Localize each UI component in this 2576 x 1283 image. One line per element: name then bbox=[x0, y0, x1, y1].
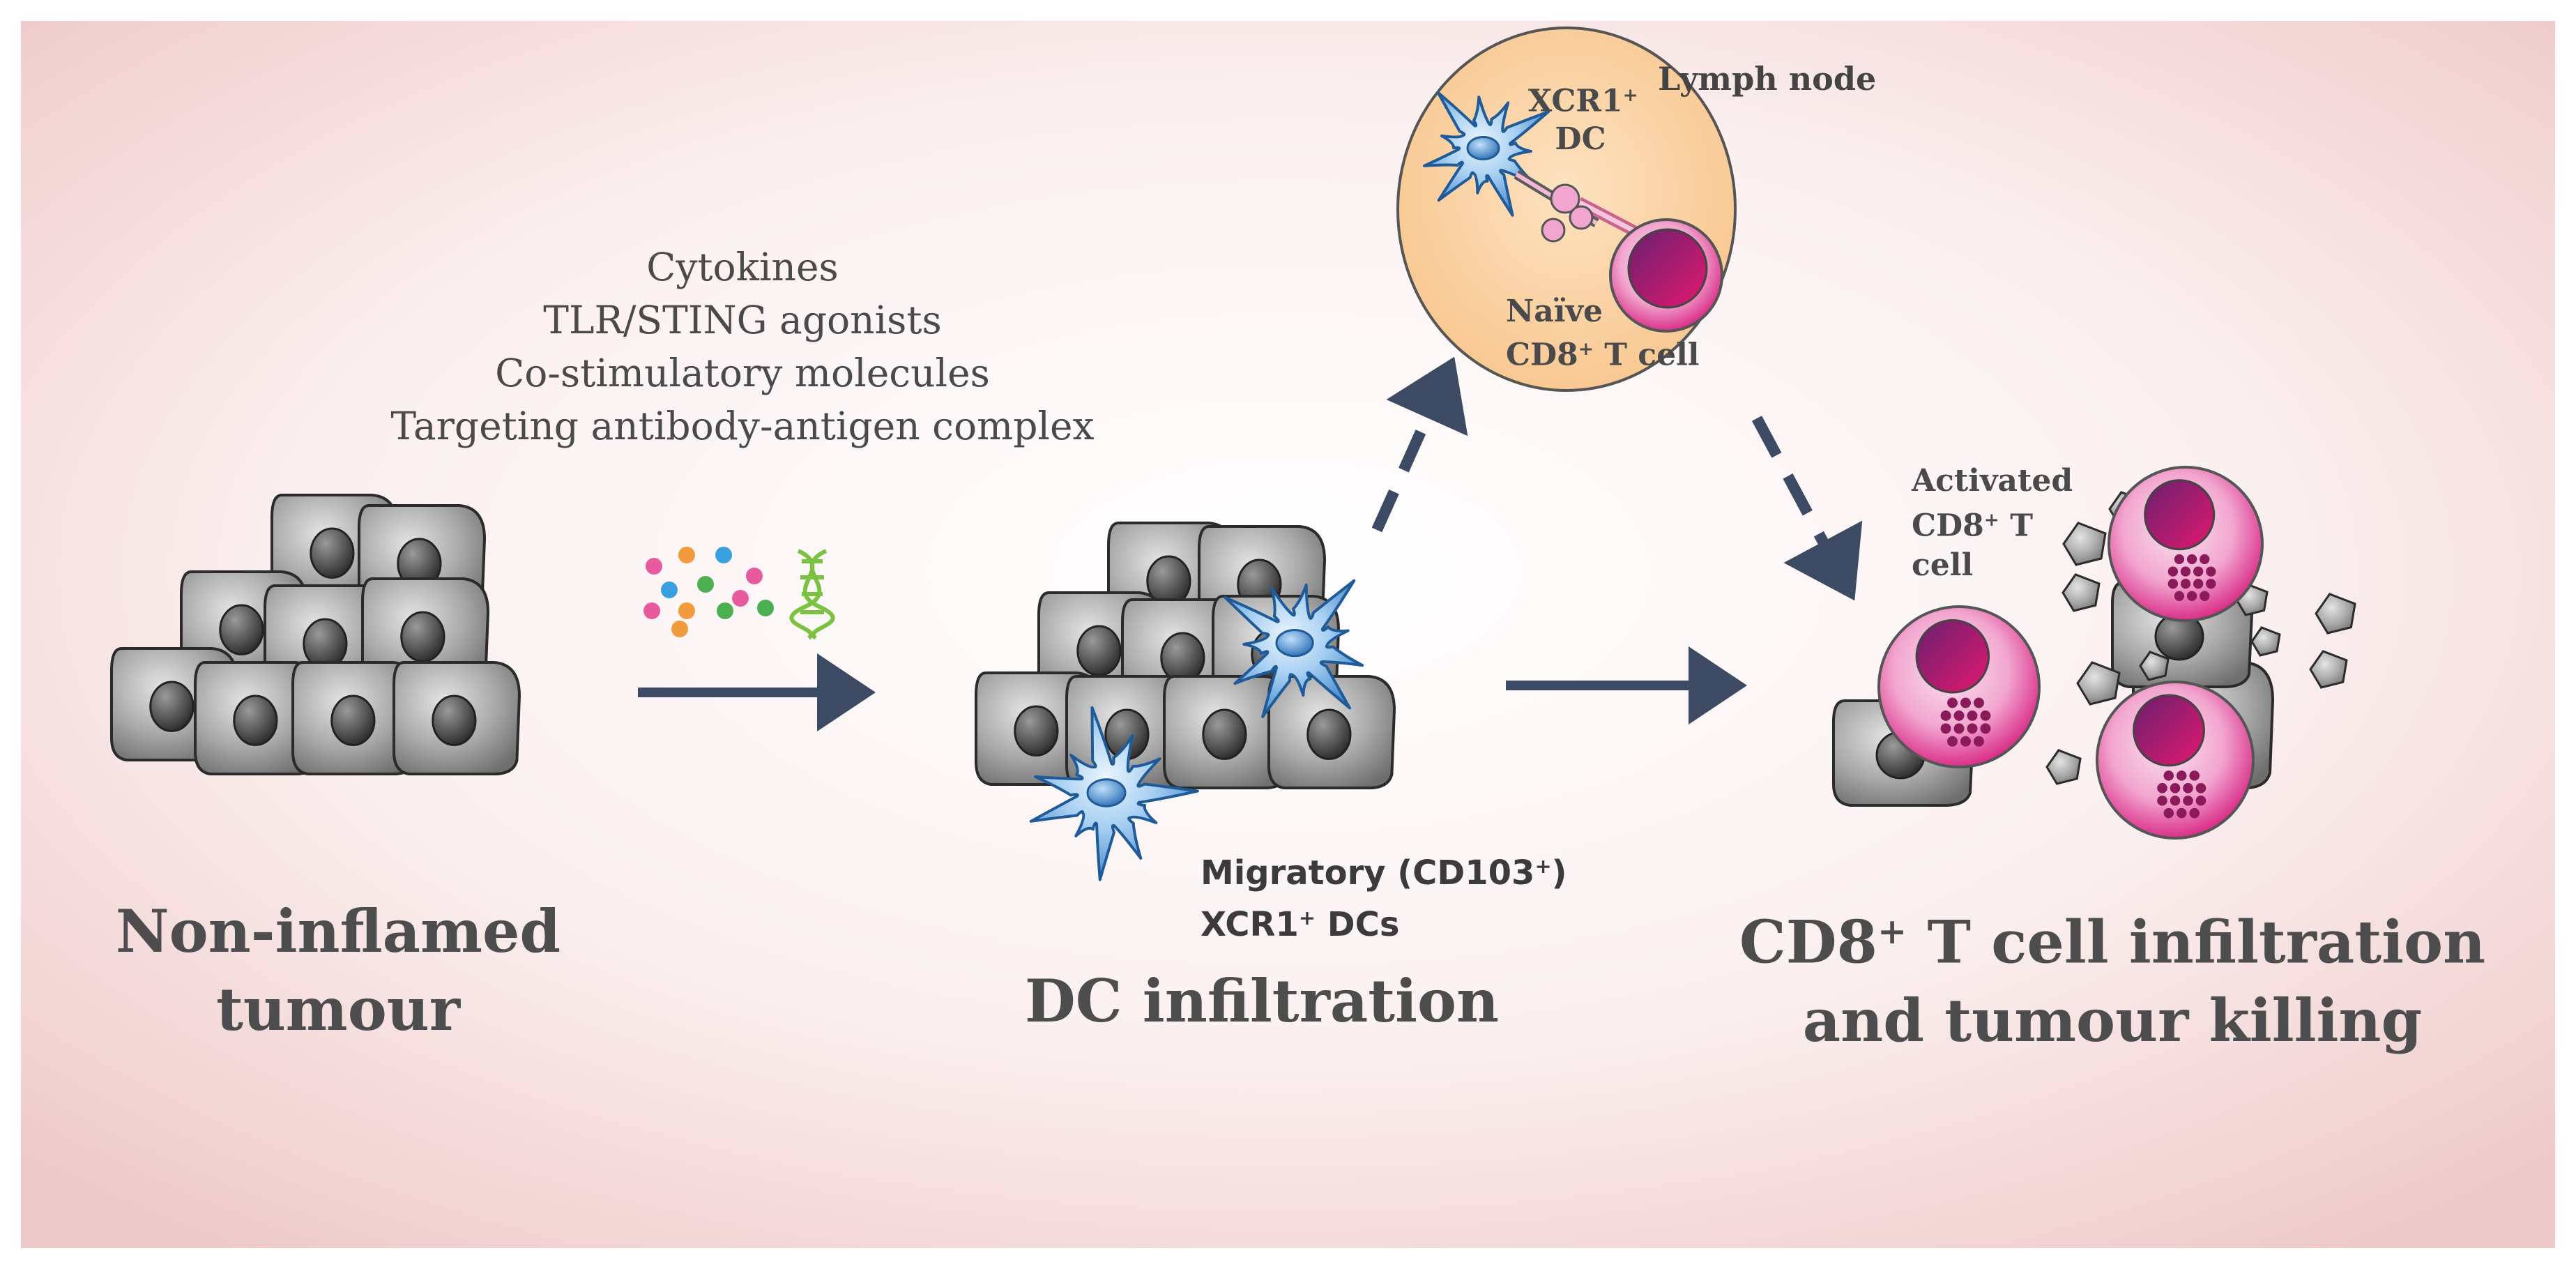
cell-debris bbox=[2139, 651, 2170, 681]
activated-t-cell-icon bbox=[1877, 466, 2264, 840]
tumour-cell-cluster-icon bbox=[110, 494, 521, 775]
stimulus-co-stimulatory: Co-stimulatory molecules bbox=[495, 351, 990, 395]
activated-t-cell bbox=[2108, 466, 2264, 622]
stage-title-non-inflamed: Non-inflamed tumour bbox=[115, 897, 561, 1044]
xcr1-dc-label: XCR1+ DC bbox=[1528, 83, 1638, 157]
dendritic-cell-icon bbox=[1224, 579, 1364, 718]
lymph-node-title: Lymph node bbox=[1658, 60, 1877, 98]
naive-t-cell-label: Naïve CD8+ T cell bbox=[1506, 294, 1700, 373]
cell-debris bbox=[2062, 522, 2107, 566]
activated-t-cell bbox=[1877, 605, 2041, 768]
activated-t-cell-label: Activated CD8+ T cell bbox=[1912, 463, 2073, 583]
activated-t-cell bbox=[2096, 681, 2255, 840]
cell-debris bbox=[2061, 573, 2101, 612]
stimulus-tlr-sting: TLR/STING agonists bbox=[543, 298, 942, 342]
dna-helix-icon bbox=[789, 549, 835, 640]
stimulus-cytokines: Cytokines bbox=[646, 245, 839, 289]
tumour-cell bbox=[291, 661, 420, 775]
naive-t-cell-icon bbox=[1609, 218, 1723, 333]
cell-debris bbox=[2045, 749, 2082, 785]
molecule-dots-icon bbox=[643, 547, 774, 637]
dendritic-cell-icon bbox=[1422, 91, 1550, 217]
cell-debris bbox=[2315, 593, 2356, 635]
receptor-synapse-icon bbox=[1514, 170, 1662, 250]
stimuli-label: Cytokines TLR/STING agonists Co-stimulat… bbox=[376, 241, 1108, 453]
cell-debris bbox=[2309, 650, 2348, 689]
stage-title-dc-infiltration: DC infiltration bbox=[1024, 966, 1500, 1035]
tumour-cell bbox=[1267, 675, 1396, 789]
tumour-cell bbox=[393, 661, 521, 775]
dendritic-cell-icon bbox=[1029, 706, 1199, 881]
cell-debris bbox=[2250, 626, 2281, 657]
dashed-arrow-to-lymph-node bbox=[1371, 356, 1468, 533]
cell-debris-icon bbox=[2045, 491, 2356, 807]
stage-title-tcell-infiltration: CD8+ T cell infiltration and tumour kill… bbox=[1739, 907, 2486, 1055]
dashed-arrow-from-lymph-node bbox=[1751, 416, 1863, 601]
cell-debris bbox=[2076, 661, 2121, 706]
stimulus-targeting-complex: Targeting antibody-antigen complex bbox=[390, 404, 1095, 448]
migratory-dc-label: Migratory (CD103+) XCR1+ DCs bbox=[1201, 853, 1567, 944]
